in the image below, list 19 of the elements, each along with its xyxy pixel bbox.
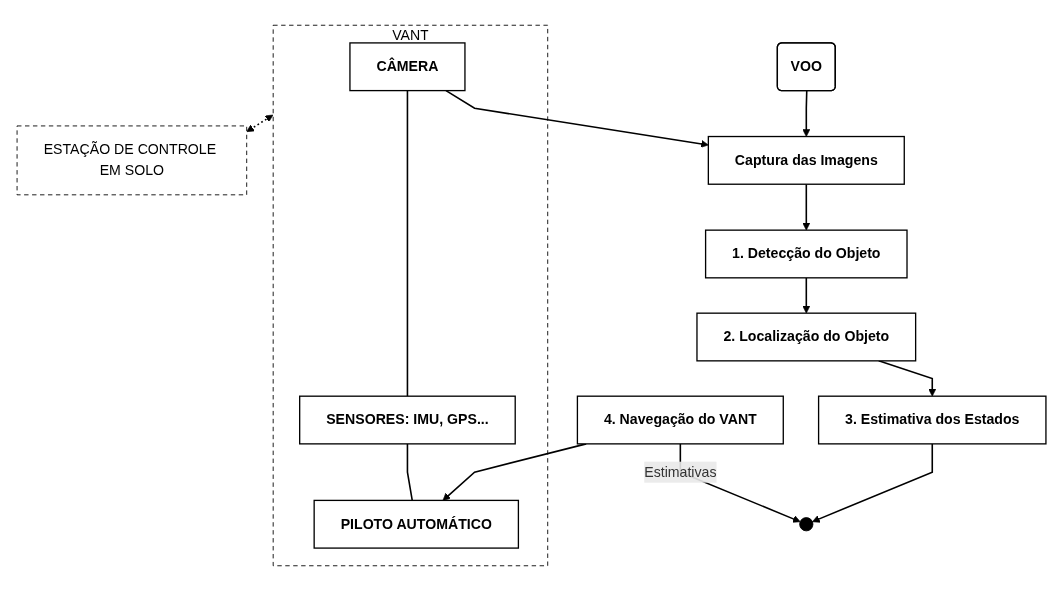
arrow (246, 114, 274, 133)
node-box (349, 42, 466, 92)
node-box (576, 395, 784, 445)
node-box (696, 312, 917, 362)
node-box (299, 395, 516, 445)
arrow (445, 89, 709, 148)
arrow (812, 443, 934, 523)
node-box (313, 499, 520, 549)
node-box (707, 135, 905, 185)
connector (406, 89, 409, 397)
cluster (272, 24, 549, 567)
flowchart-diagram: VANT Estimativas VOO Captura das Imagens 1. Detecção do Objeto 2. Localização do Objeto 3. Estimativa dos Estados CÂMERA SENSORES: IMU, GPS... PILOTO AUTOMÁTICO ESTAÇÃO DE CONTROLE EM SOLO 4. Navegação do VANT (10, 8, 1053, 583)
arrow (802, 183, 811, 231)
arrow (802, 90, 811, 137)
node-box (704, 229, 908, 279)
connector (406, 443, 414, 502)
node-box (16, 125, 248, 196)
node-box (817, 395, 1047, 445)
arrow (802, 277, 811, 314)
